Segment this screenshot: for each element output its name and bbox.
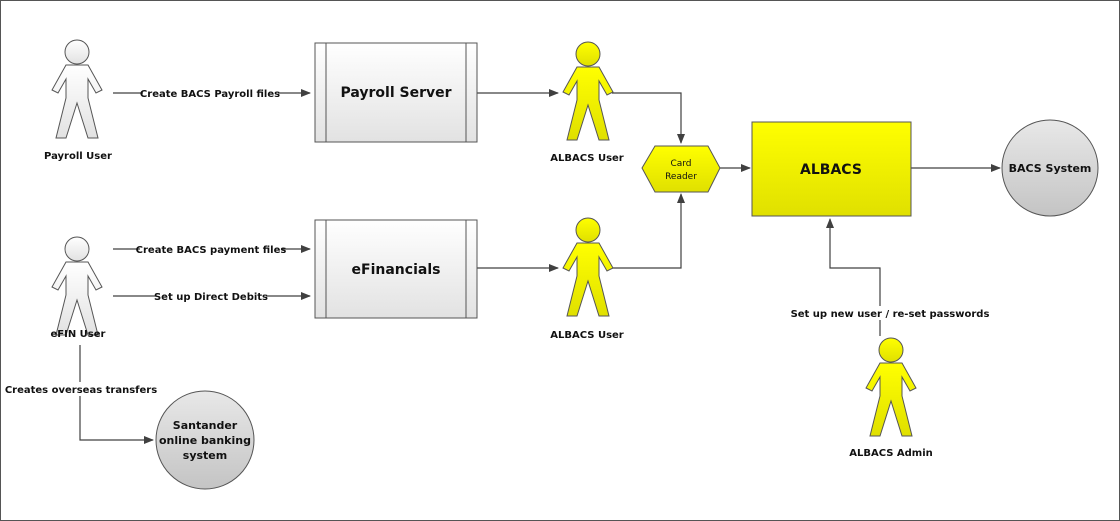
actor-label: ALBACS Admin xyxy=(849,448,933,459)
flow-label-direct-debits: Set up Direct Debits xyxy=(154,292,268,303)
flow-label-payment-files: Create BACS payment files xyxy=(136,245,287,256)
actor-albacs-admin[interactable]: ALBACS Admin xyxy=(849,337,933,459)
actor-efin-user[interactable]: eFIN User xyxy=(51,236,106,340)
actor-label: ALBACS User xyxy=(550,330,624,341)
label-background xyxy=(143,86,278,100)
card-reader-label: Reader xyxy=(665,172,697,182)
process-box xyxy=(314,219,478,319)
system-label: BACS System xyxy=(1009,162,1092,175)
flow-overseas xyxy=(79,345,154,444)
flow-user2-to-card-reader xyxy=(612,193,685,269)
card-reader-label: Card xyxy=(670,159,691,169)
actor-albacs-user-1[interactable]: ALBACS User xyxy=(550,41,624,164)
process-albacs[interactable]: ALBACS xyxy=(751,121,912,217)
process-efinancials[interactable]: eFinancials xyxy=(314,219,478,319)
process-label: Payroll Server xyxy=(340,85,451,101)
card-reader-hexagon xyxy=(641,145,721,193)
actor-label: eFIN User xyxy=(51,329,106,340)
actor-label: Payroll User xyxy=(44,151,112,162)
flow-label-admin: Set up new user / re-set passwords xyxy=(791,309,990,320)
system-bacs[interactable]: BACS System xyxy=(1001,119,1099,217)
system-label: online banking xyxy=(159,434,251,447)
system-circle xyxy=(155,390,255,490)
label-background xyxy=(795,306,985,320)
process-label: ALBACS xyxy=(800,162,862,178)
actor-payroll-user[interactable]: Payroll User xyxy=(44,39,112,162)
process-box xyxy=(751,121,912,217)
process-box xyxy=(314,42,478,143)
label-background xyxy=(156,289,266,303)
process-label: eFinancials xyxy=(352,262,441,278)
system-santander[interactable]: Santander online banking system xyxy=(155,390,255,490)
system-label: Santander xyxy=(173,419,238,432)
flow-label-payroll-files: Create BACS Payroll files xyxy=(140,89,280,100)
flow-label-overseas: Creates overseas transfers xyxy=(5,385,157,396)
label-background xyxy=(140,242,282,256)
flow-user1-to-card-reader xyxy=(612,92,685,144)
card-reader[interactable]: Card Reader xyxy=(641,145,721,193)
actor-albacs-user-2[interactable]: ALBACS User xyxy=(550,217,624,341)
flow-admin-to-albacs xyxy=(826,218,881,336)
system-circle xyxy=(1001,119,1099,217)
label-background xyxy=(10,382,152,396)
actor-label: ALBACS User xyxy=(550,153,624,164)
system-label: system xyxy=(183,449,227,462)
process-payroll-server[interactable]: Payroll Server xyxy=(314,42,478,143)
